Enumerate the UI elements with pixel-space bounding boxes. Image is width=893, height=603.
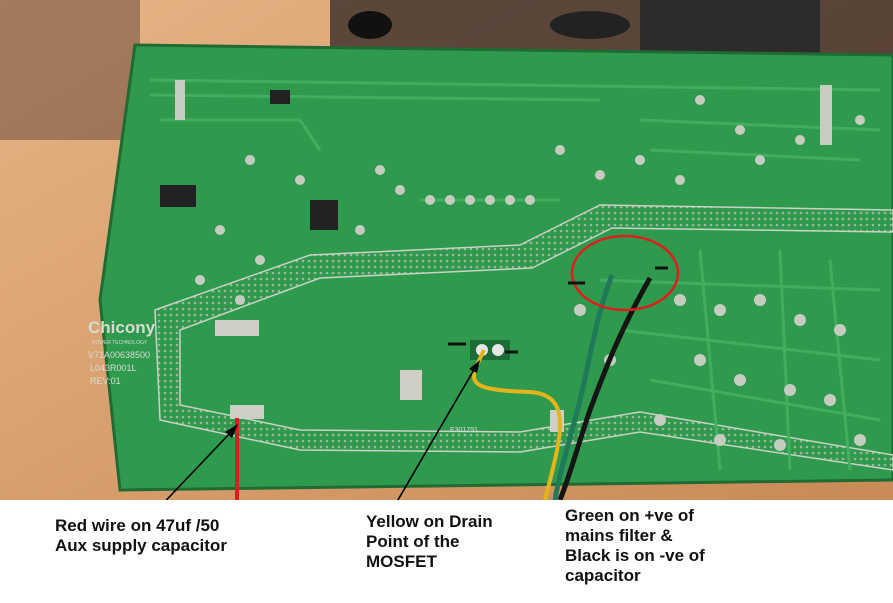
pcb-photo: Chicony POWER TECHNOLOGY V71A00638500 L0…: [0, 0, 893, 500]
caption-red-wire: Red wire on 47uf /50 Aux supply capacito…: [55, 516, 227, 556]
caption-yellow-line-3: MOSFET: [366, 552, 437, 571]
board-code-3: REV:01: [90, 376, 121, 386]
black-wire: [557, 276, 653, 500]
board-part-mark: E301791: [450, 427, 478, 434]
caption-red-line-1: Red wire on 47uf /50: [55, 516, 220, 535]
yellow-wire: [471, 349, 562, 500]
pointer-arrows: [165, 360, 480, 500]
copper-traces: [149, 78, 881, 471]
caption-green-black-wires: Green on +ve of mains filter & Black is …: [565, 506, 705, 586]
board-code-1: V71A00638500: [88, 350, 150, 360]
solder-pads: [160, 80, 866, 451]
caption-yellow-line-1: Yellow on Drain: [366, 512, 493, 531]
caption-green-line-1: Green on +ve of: [565, 506, 694, 525]
green-wire: [552, 274, 615, 500]
caption-green-line-3: Black is on -ve of: [565, 546, 705, 565]
board-brand-text: Chicony: [88, 318, 156, 337]
caption-green-line-2: mains filter &: [565, 526, 673, 545]
caption-red-line-2: Aux supply capacitor: [55, 536, 227, 555]
pcb-photo-svg: Chicony POWER TECHNOLOGY V71A00638500 L0…: [0, 0, 893, 500]
board-brand-sub: POWER TECHNOLOGY: [92, 340, 148, 346]
caption-yellow-wire: Yellow on Drain Point of the MOSFET: [366, 512, 493, 572]
caption-yellow-line-2: Point of the: [366, 532, 460, 551]
highlight-circle: [570, 234, 680, 312]
caption-green-line-4: capacitor: [565, 566, 641, 585]
isolation-band: [154, 204, 893, 471]
board-code-2: L043R001L: [90, 363, 137, 373]
